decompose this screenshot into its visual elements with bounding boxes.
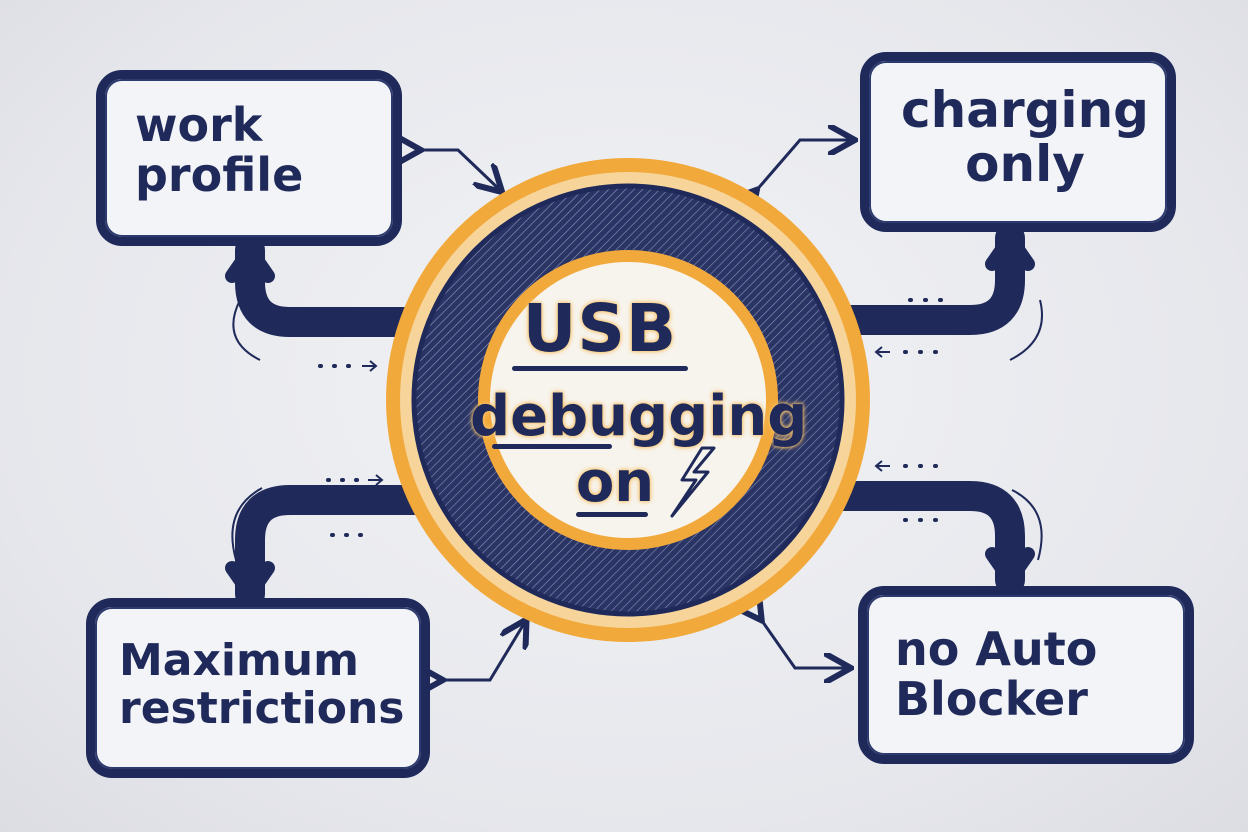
center-title-debugging: debugging [470,384,808,449]
usb-underline [512,366,688,371]
connector-no-auto-blocker [815,481,1025,595]
lightning-icon [670,446,716,518]
double-arrow-max [440,622,525,680]
connector-max-restrictions [235,485,445,609]
on-underline [576,512,648,517]
no-auto-blocker-node: no Auto Blocker [858,586,1194,764]
debugging-underline [492,444,612,449]
double-arrow-charging [755,140,852,192]
center-title-usb: USB [522,290,678,367]
max-restrictions-node: Maximum restrictions [86,598,430,778]
charging-only-label: charging only [901,81,1149,193]
charging-only-node: charging only [860,52,1176,232]
double-arrow-noauto [760,618,848,668]
work-profile-node: work profile [96,70,402,246]
no-auto-blocker-label: no Auto Blocker [895,622,1098,726]
center-title-on: on [575,450,655,515]
max-restrictions-label: Maximum restrictions [119,635,405,734]
double-arrow-work [418,150,500,190]
work-profile-label: work profile [135,98,304,202]
connector-work-profile [235,235,445,337]
connector-charging-only [815,223,1025,335]
